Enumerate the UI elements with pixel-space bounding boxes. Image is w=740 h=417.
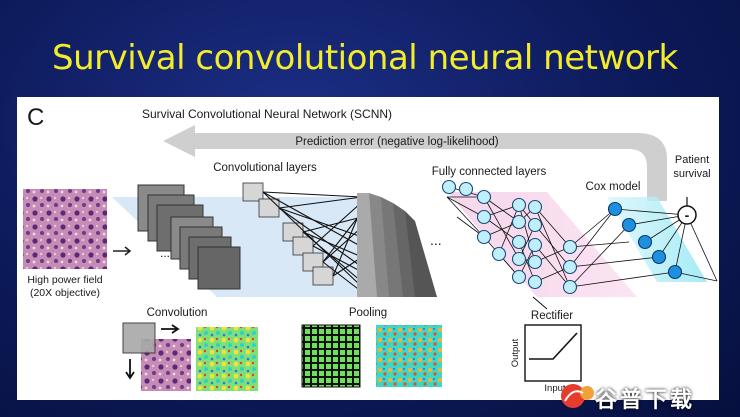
patient-survival-line2: survival bbox=[673, 168, 710, 180]
conv-connections bbox=[262, 191, 363, 293]
rectifier-plot-frame bbox=[524, 324, 582, 382]
conv-feature-maps bbox=[137, 184, 241, 290]
minus-node bbox=[677, 205, 697, 225]
layers-ellipsis: ... bbox=[430, 232, 442, 248]
scnn-diagram: C Survival Convolutional Neural Network … bbox=[23, 104, 718, 394]
convolution-label: Convolution bbox=[147, 307, 208, 319]
input-axis-label: Input bbox=[544, 383, 565, 394]
relu-curve bbox=[529, 332, 578, 360]
fc-layers-label: Fully connected layers bbox=[432, 166, 547, 178]
figure-main-title: Survival Convolutional Neural Network (S… bbox=[142, 107, 392, 121]
output-axis-label: Output bbox=[510, 338, 521, 367]
tissue-input-image bbox=[23, 189, 107, 269]
prediction-error-arrow bbox=[163, 125, 667, 201]
conv-layers-label: Convolutional layers bbox=[213, 162, 317, 174]
pooling-grid bbox=[301, 324, 361, 388]
kernel-slide-down-icon bbox=[125, 359, 135, 380]
pooling-label: Pooling bbox=[349, 307, 387, 319]
convolution-kernel bbox=[122, 322, 156, 354]
conv-ellipsis: ... bbox=[160, 246, 170, 260]
cox-nodes bbox=[607, 201, 683, 280]
slide-title: Survival convolutional neural network bbox=[52, 38, 678, 78]
deep-layer-stack bbox=[357, 193, 437, 297]
pooling-output-map bbox=[376, 325, 442, 387]
scnn-figure-panel: C Survival Convolutional Neural Network … bbox=[17, 97, 719, 400]
panel-letter: C bbox=[27, 104, 44, 131]
cox-glow bbox=[607, 197, 707, 282]
fc-nodes bbox=[441, 179, 578, 295]
kernel-slide-right-icon bbox=[161, 324, 180, 334]
cox-model-label: Cox model bbox=[586, 181, 641, 193]
watermark-logo bbox=[561, 384, 594, 408]
patient-survival-line1: Patient bbox=[675, 154, 709, 166]
convolution-output-map bbox=[196, 327, 258, 391]
input-arrow bbox=[113, 246, 132, 256]
rectifier-label: Rectifier bbox=[531, 310, 573, 322]
rectifier-pointer bbox=[532, 296, 548, 310]
input-label-line1: High power field bbox=[27, 274, 102, 286]
input-label-line2: (20X objective) bbox=[30, 287, 100, 299]
watermark-text: 谷普下载 bbox=[595, 388, 696, 413]
prediction-error-label: Prediction error (negative log-likelihoo… bbox=[295, 136, 498, 148]
minus-sign: - bbox=[685, 207, 690, 223]
